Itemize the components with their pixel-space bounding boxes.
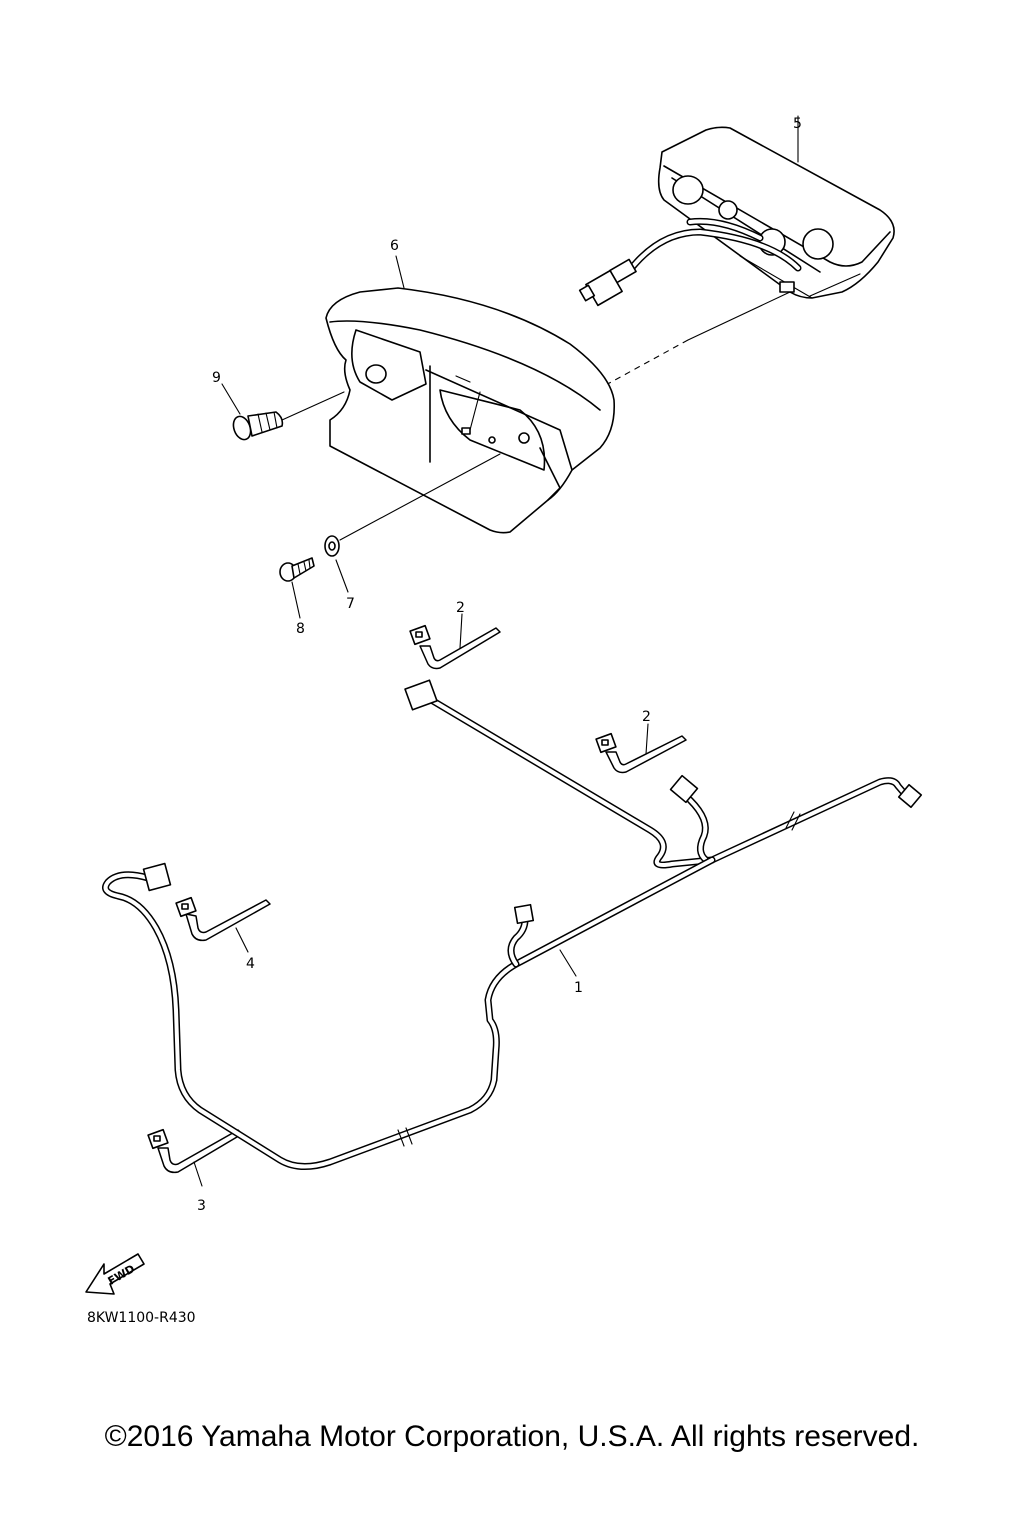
callout-7: 7 [346,596,355,612]
callout-2b: 2 [642,709,651,725]
wire-harness-part-1: 1 [102,679,923,1170]
bolt-part-9: 9 [212,370,345,441]
cable-tie-part-2-lower: 2 [595,709,687,774]
cable-tie-part-3: 3 [147,1128,243,1214]
screw-part-8: 8 [279,557,315,637]
callout-8: 8 [296,621,305,637]
copyright-notice: ©2016 Yamaha Motor Corporation, U.S.A. A… [104,1420,920,1453]
diagram-code: 8KW1100-R430 [87,1310,196,1326]
cable-tie-part-2-upper: 2 [409,600,501,670]
callout-9: 9 [212,370,221,386]
callout-4: 4 [246,956,255,972]
callout-3: 3 [197,1198,206,1214]
fwd-arrow-icon: FWD [85,1253,145,1295]
callout-2a: 2 [456,600,465,616]
callout-5: 5 [793,116,802,132]
callout-1: 1 [574,980,583,996]
cover-part-6: 6 [325,238,616,534]
washer-part-7: 7 [324,453,501,612]
cable-tie-part-4: 4 [175,896,271,972]
callout-6: 6 [390,238,399,254]
tail-light-part-5: 5 [578,115,895,307]
